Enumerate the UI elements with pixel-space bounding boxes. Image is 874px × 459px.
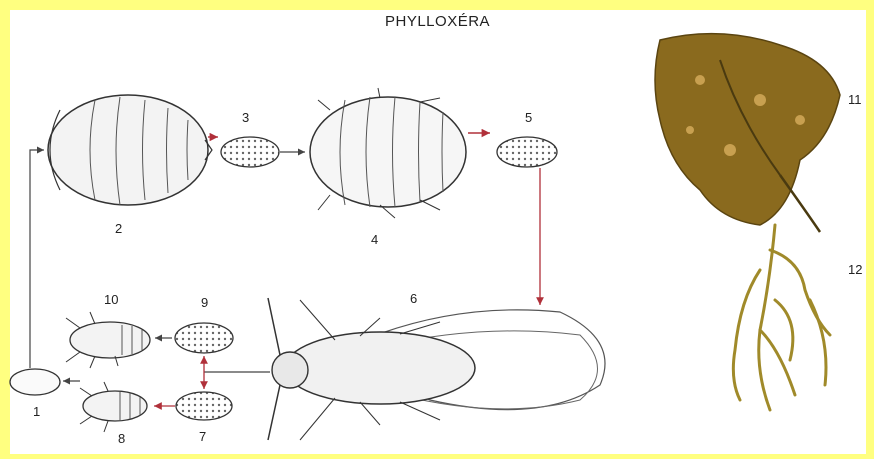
label-5: 5 xyxy=(525,110,532,125)
infested-leaf-11 xyxy=(655,34,840,232)
female-insect-8 xyxy=(80,382,147,432)
winged-adult-6 xyxy=(268,298,605,440)
egg-9 xyxy=(175,323,233,353)
label-8: 8 xyxy=(118,431,125,446)
egg-7 xyxy=(176,392,232,420)
label-3: 3 xyxy=(242,110,249,125)
label-9: 9 xyxy=(201,295,208,310)
label-11: 11 xyxy=(848,92,862,107)
egg-3 xyxy=(221,137,279,167)
egg-5 xyxy=(497,137,557,167)
label-4: 4 xyxy=(371,232,378,247)
label-2: 2 xyxy=(115,221,122,236)
larva-4 xyxy=(310,88,466,218)
label-7: 7 xyxy=(199,429,206,444)
label-10: 10 xyxy=(104,292,118,307)
male-insect-10 xyxy=(66,312,150,368)
gall-female-insect xyxy=(48,95,212,205)
label-1: 1 xyxy=(33,404,40,419)
label-12: 12 xyxy=(848,262,862,277)
egg-1 xyxy=(10,369,60,395)
infested-roots-12 xyxy=(733,225,830,410)
label-6: 6 xyxy=(410,291,417,306)
